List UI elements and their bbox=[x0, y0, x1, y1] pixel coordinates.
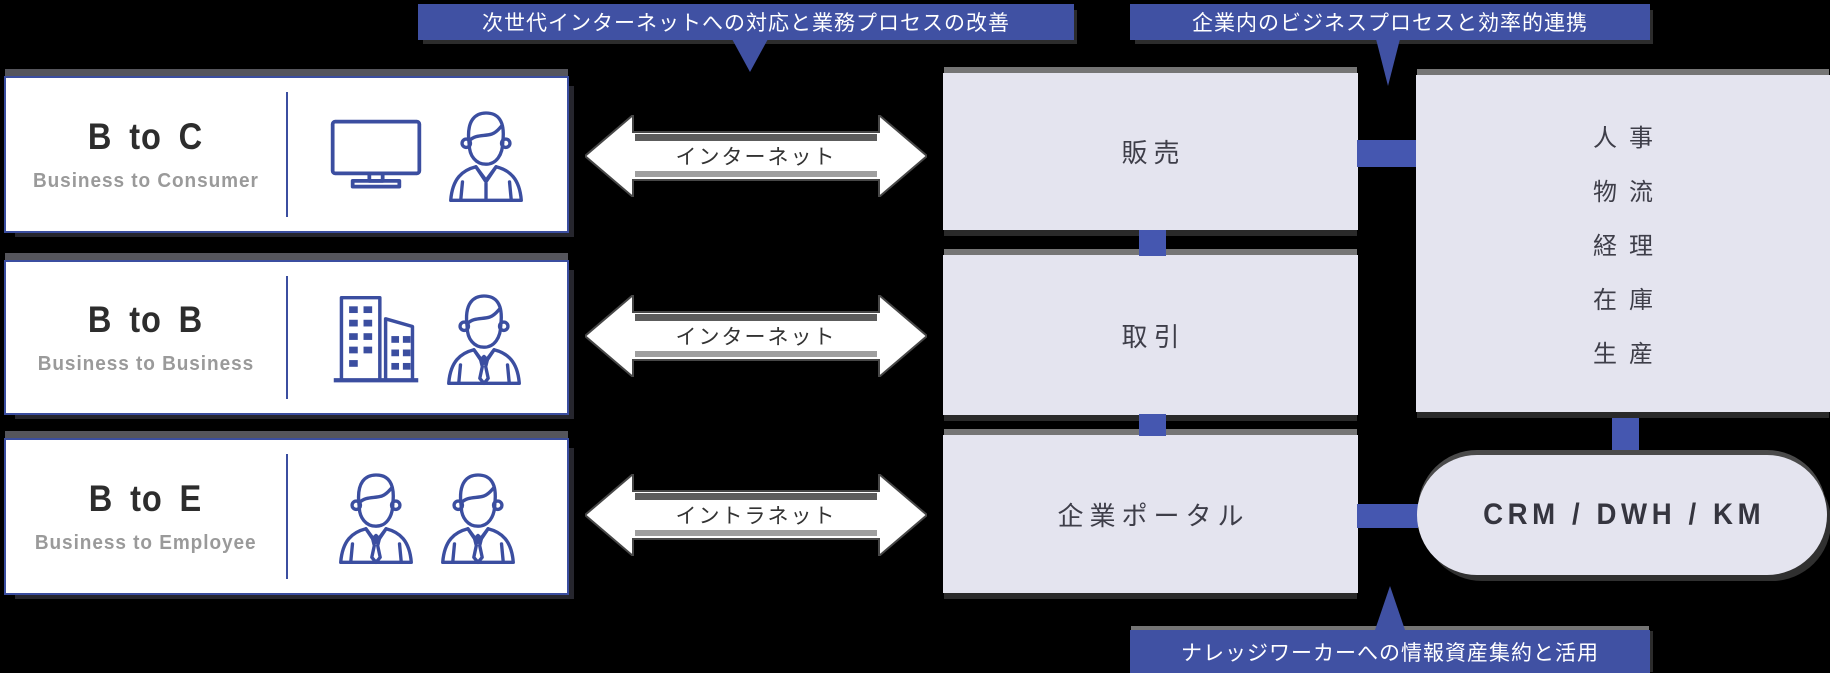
transactions-box: 取引 bbox=[943, 255, 1358, 415]
connector-transactions-portal bbox=[1139, 414, 1166, 436]
internet-arrow-btoc: インターネット bbox=[583, 112, 929, 200]
person-tie-icon bbox=[436, 465, 520, 569]
banner-top-right: 企業内のビジネスプロセスと効率的連携 bbox=[1130, 4, 1650, 40]
connector-portal-pill bbox=[1357, 504, 1418, 528]
banner-top-left-label: 次世代インターネットへの対応と業務プロセスの改善 bbox=[482, 12, 1010, 35]
btoc-box: B to C Business to Consumer bbox=[4, 76, 569, 233]
internet-arrow-btob: インターネット bbox=[583, 292, 929, 380]
vertical-divider bbox=[285, 454, 288, 579]
banner-pointer-down-right bbox=[1376, 39, 1400, 86]
sales-box: 販売 bbox=[943, 73, 1358, 230]
person-icon bbox=[444, 103, 528, 207]
btob-box: B to B Business to Business bbox=[4, 260, 569, 415]
banner-bottom: ナレッジワーカーへの情報資産集約と活用 bbox=[1130, 630, 1650, 673]
btob-subtitle: Business to Business bbox=[37, 353, 254, 375]
btoe-text: B to E Business to Employee bbox=[6, 440, 286, 593]
btob-title: B to B bbox=[88, 299, 204, 340]
corporate-portal-label: 企業ポータル bbox=[1057, 500, 1250, 531]
sales-label: 販売 bbox=[1121, 138, 1186, 168]
transactions-label: 取引 bbox=[1121, 321, 1186, 352]
arrow-label: インターネット bbox=[675, 146, 837, 169]
arrow-label: インターネット bbox=[675, 326, 837, 349]
vertical-divider bbox=[285, 92, 288, 217]
btoc-title: B to C bbox=[88, 116, 204, 157]
backoffice-item: 経理 bbox=[1593, 233, 1665, 260]
backoffice-item: 在庫 bbox=[1593, 287, 1665, 314]
connector-sales-backoffice bbox=[1357, 140, 1417, 167]
btob-text: B to B Business to Business bbox=[6, 262, 286, 413]
corporate-portal-box: 企業ポータル bbox=[943, 435, 1358, 593]
banner-top-left: 次世代インターネットへの対応と業務プロセスの改善 bbox=[418, 4, 1074, 40]
backoffice-item: 人事 bbox=[1593, 125, 1665, 152]
backoffice-box: 人事物流経理在庫生産 bbox=[1416, 75, 1830, 412]
person-tie-icon bbox=[334, 465, 418, 569]
person-tie-icon bbox=[442, 286, 526, 390]
banner-pointer-up-bottom bbox=[1375, 586, 1405, 630]
btoe-title: B to E bbox=[89, 478, 203, 519]
monitor-icon bbox=[326, 113, 426, 197]
intranet-arrow-btoe: イントラネット bbox=[583, 471, 929, 559]
crm-dwh-km-pill: CRM / DWH / KM bbox=[1417, 455, 1827, 575]
backoffice-item: 生産 bbox=[1593, 341, 1665, 368]
connector-sales-transactions bbox=[1139, 230, 1166, 256]
banner-bottom-label: ナレッジワーカーへの情報資産集約と活用 bbox=[1181, 641, 1599, 665]
buildings-icon bbox=[328, 288, 424, 388]
btoe-subtitle: Business to Employee bbox=[34, 532, 257, 554]
banner-pointer-down-left bbox=[732, 39, 768, 72]
double-arrow-icon bbox=[583, 292, 929, 380]
btoe-box: B to E Business to Employee bbox=[4, 438, 569, 595]
banner-top-right-label: 企業内のビジネスプロセスと効率的連携 bbox=[1192, 12, 1588, 35]
backoffice-item: 物流 bbox=[1593, 179, 1665, 206]
vertical-divider bbox=[285, 276, 288, 399]
btoc-text: B to C Business to Consumer bbox=[6, 78, 286, 231]
connector-backoffice-pill bbox=[1612, 411, 1639, 456]
arrow-label: イントラネット bbox=[675, 505, 837, 528]
btoc-subtitle: Business to Consumer bbox=[32, 170, 259, 192]
crm-dwh-km-label: CRM / DWH / KM bbox=[1483, 498, 1766, 531]
